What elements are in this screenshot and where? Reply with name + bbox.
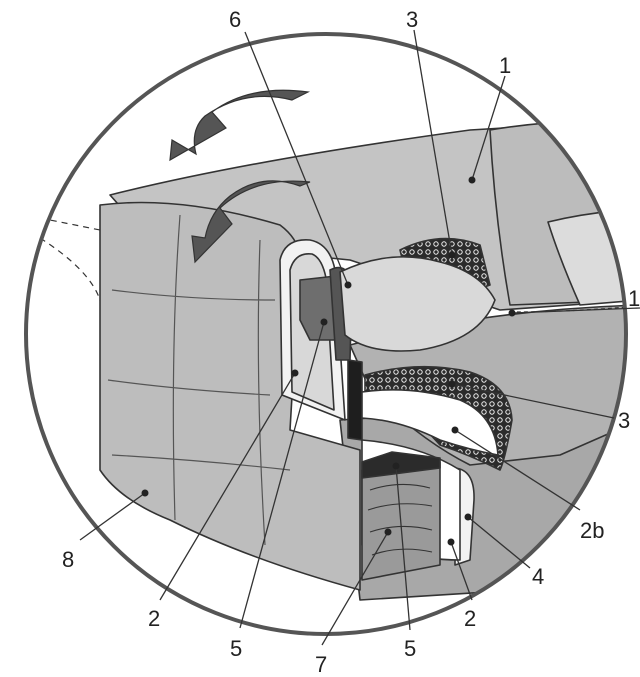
callout-7: 7 [315,652,327,677]
leader-lines [79,29,640,646]
callout-2-lower: 2 [464,606,476,631]
front-pillow [339,256,496,352]
wood-top [361,451,441,479]
detail-circle-outline [24,32,628,636]
arm-panel-edge [347,359,363,441]
seat-cavity [361,388,499,456]
callout-1-top: 1 [499,53,511,78]
rotation-arrow-lower [191,180,311,264]
quilt-seams [107,214,291,546]
callout-1-right: 1 [628,286,640,311]
leader-dots [141,176,516,546]
callout-2b: 2b [580,518,604,543]
callout-4: 4 [532,564,544,589]
callout-2-left: 2 [148,606,160,631]
callout-8: 8 [62,547,74,572]
callout-3-top: 3 [406,7,418,32]
callout-5-left: 5 [230,636,242,661]
callout-5-right: 5 [404,636,416,661]
callout-6: 6 [229,7,241,32]
callout-3-right: 3 [618,408,630,433]
rotation-arrow-upper [169,89,311,162]
